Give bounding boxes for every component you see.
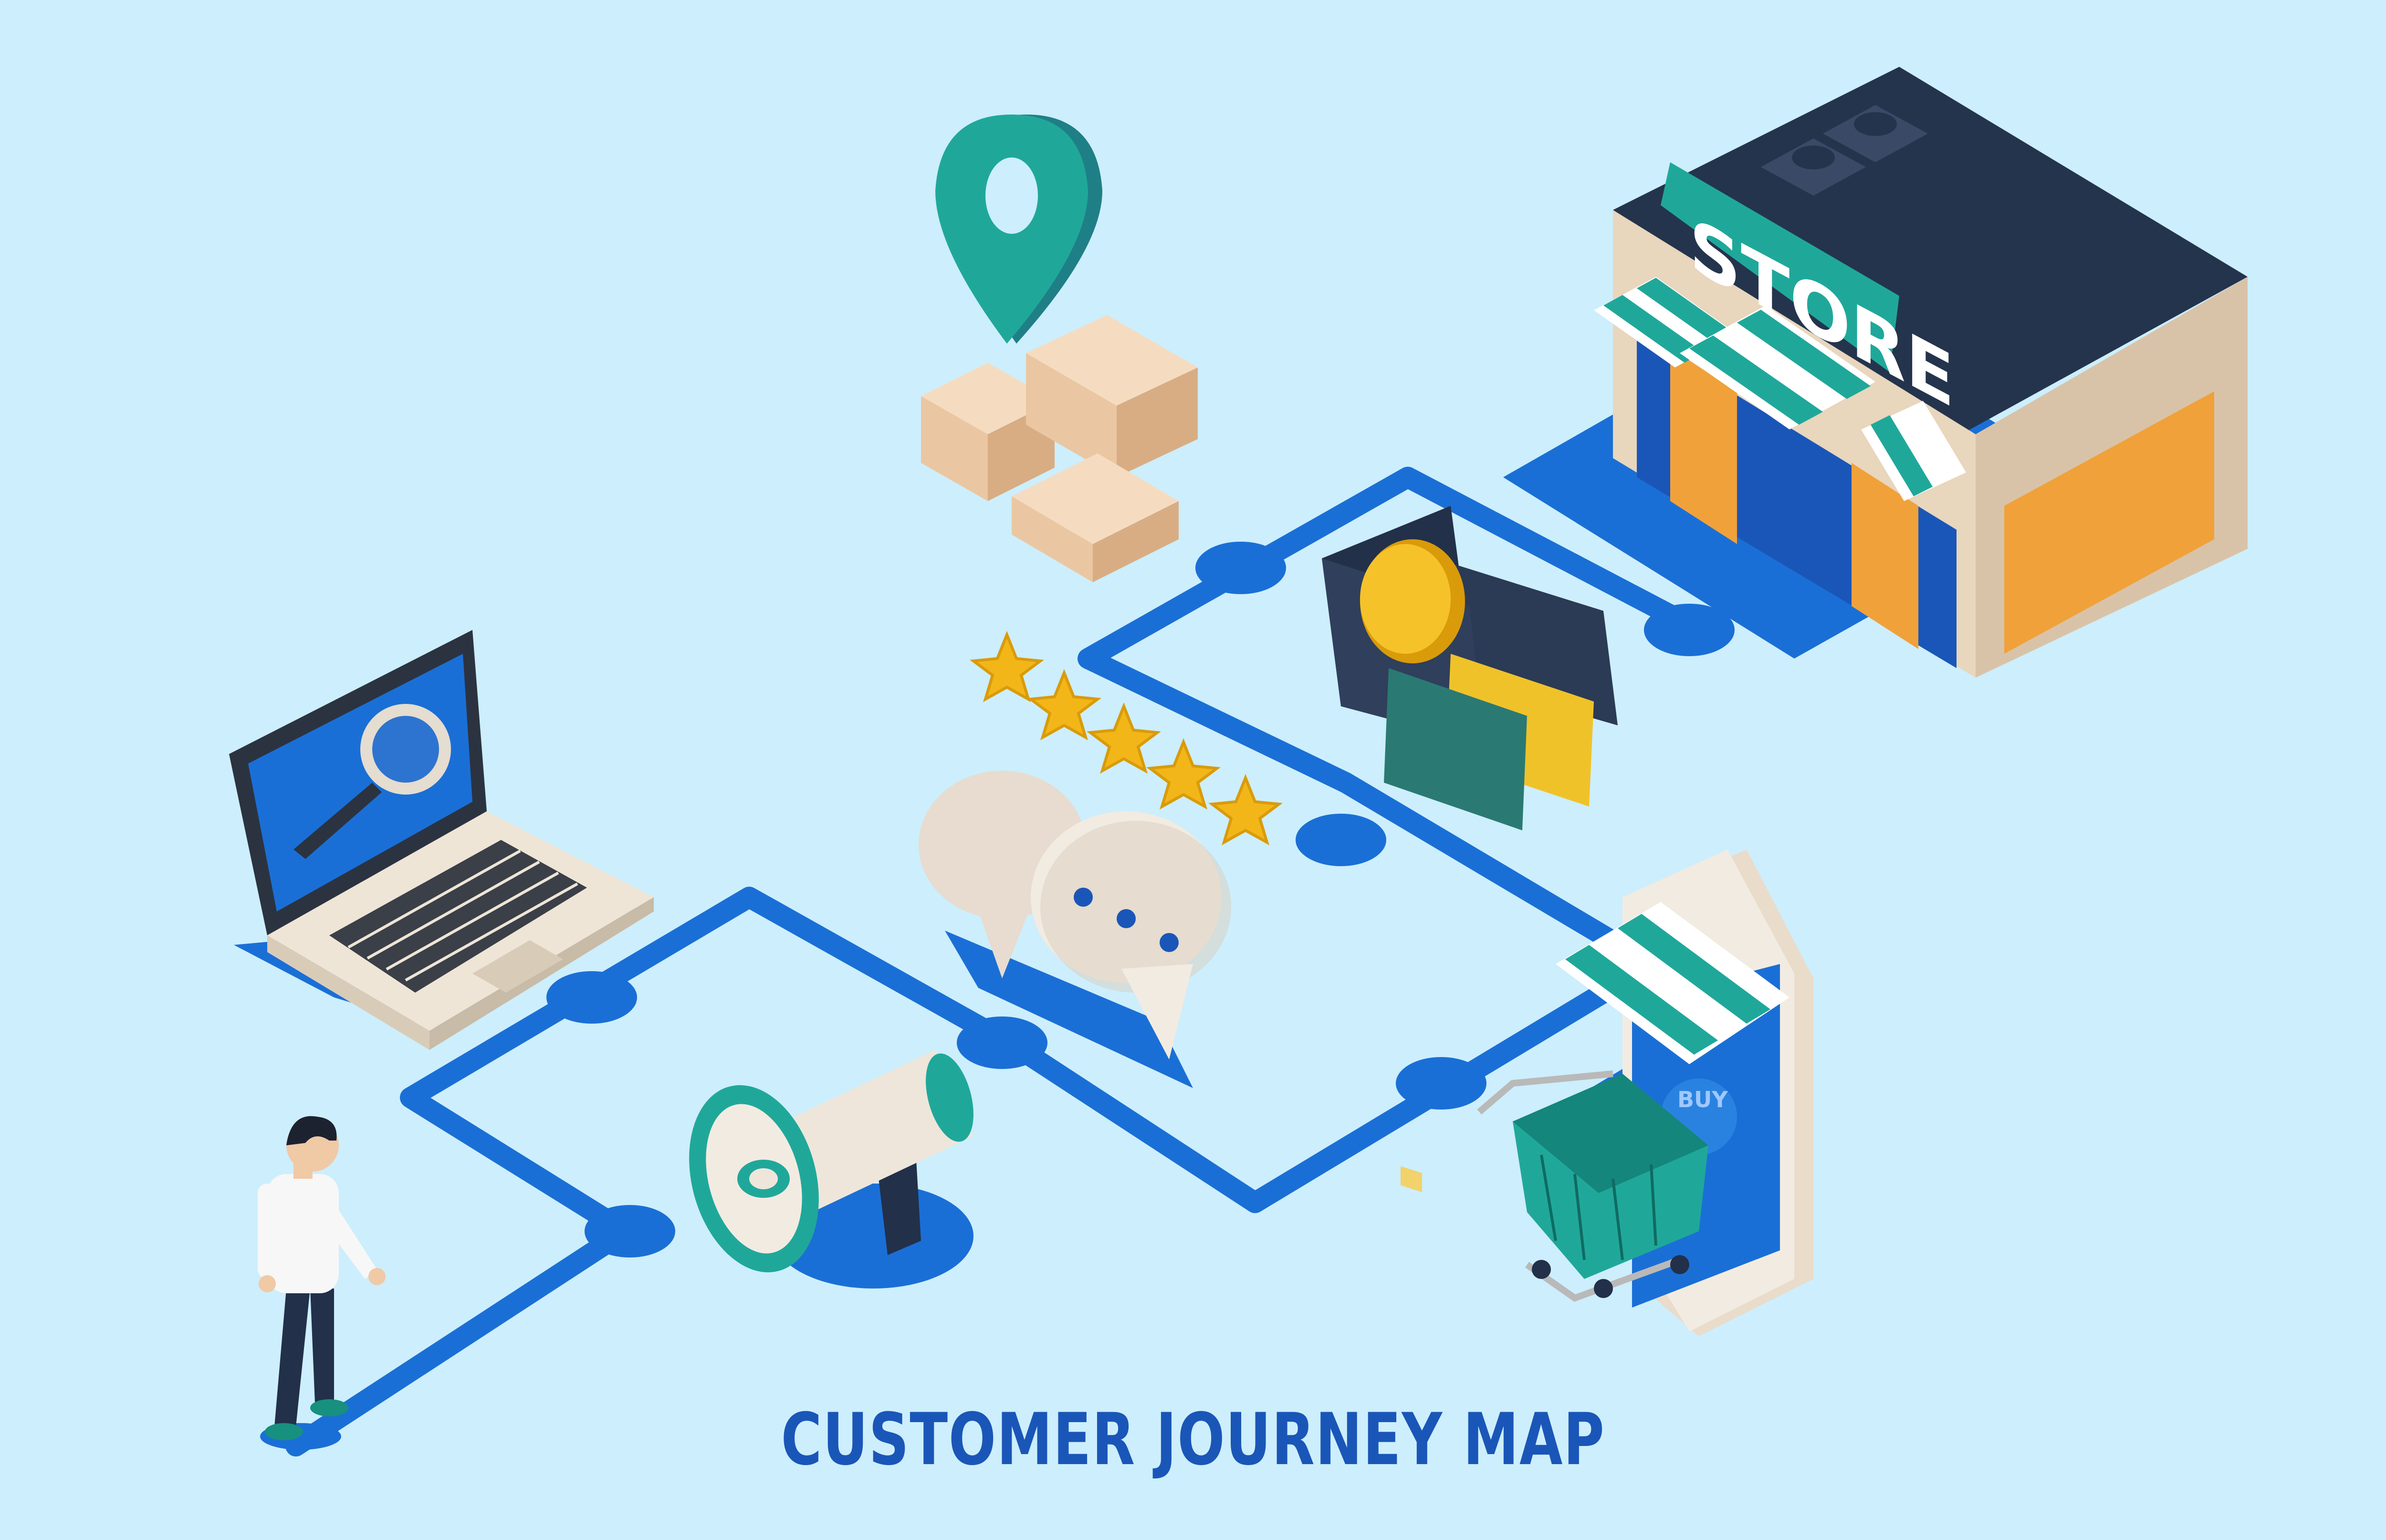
rating-stars-icon — [970, 630, 1283, 846]
star-4 — [1146, 738, 1221, 810]
store-icon: STORE — [1594, 67, 2248, 678]
star-3 — [1087, 702, 1161, 774]
star-1 — [970, 630, 1044, 702]
laptop-search-icon — [229, 630, 654, 1050]
chat-bubbles-icon — [919, 771, 1231, 1059]
star-5 — [1208, 774, 1283, 846]
parcel-boxes-icon — [921, 315, 1198, 582]
map-pin-icon — [935, 115, 1102, 344]
store-awnings — [1594, 277, 1966, 501]
megaphone-icon — [689, 1050, 973, 1273]
path-nodes — [546, 542, 1735, 1257]
page-title: CUSTOMER JOURNEY MAP — [781, 1398, 1605, 1481]
shopping-cart-icon — [1477, 1070, 1708, 1302]
person-icon — [258, 1116, 386, 1450]
wallet-cards-icon — [1322, 506, 1618, 1193]
star-2 — [1027, 669, 1101, 741]
phone-buy-label: BUY — [1677, 1087, 1728, 1112]
